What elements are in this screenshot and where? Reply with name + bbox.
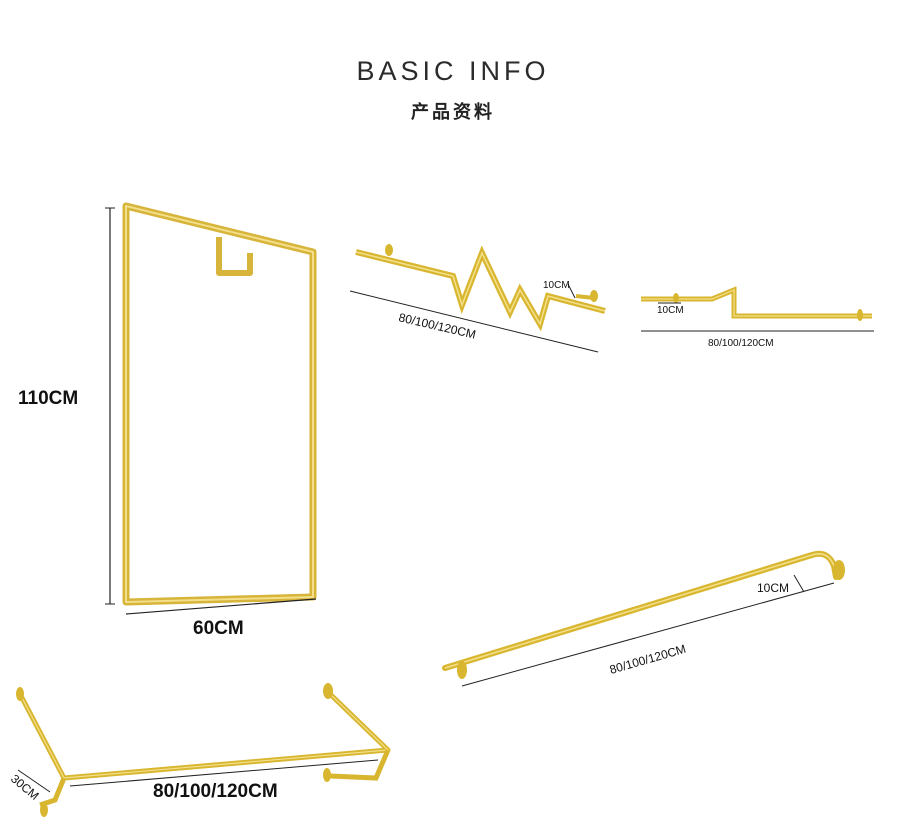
step-rail-depth-label: 10CM: [657, 305, 684, 316]
diagonal-rail-mount-left: [457, 661, 467, 679]
floor-rail-product: 80/100/120CM 30CM: [8, 683, 391, 817]
zigzag-rail-mount-left: [385, 244, 393, 256]
floor-rail-mount-right-bottom: [323, 768, 331, 782]
page-subtitle: 产品资料: [411, 102, 495, 122]
frame-rack-width-label: 60CM: [193, 618, 244, 639]
zigzag-rail-length-label: 80/100/120CM: [397, 310, 477, 341]
floor-rail-mount-right-top: [323, 683, 333, 699]
diagonal-rail-length-line: [461, 582, 835, 687]
diagonal-rail-depth-label: 10CM: [757, 581, 789, 595]
floor-rail-length-label: 80/100/120CM: [153, 781, 278, 802]
frame-rack-product: 110CM 60CM: [18, 202, 317, 639]
step-rail-mount-left: [673, 293, 679, 303]
floor-rail-mount-left-bottom: [40, 803, 48, 817]
floor-rail-length-line: [69, 759, 379, 787]
floor-rail-mount-left-top: [16, 687, 24, 701]
diagonal-rail-product: 10CM 80/100/120CM: [442, 550, 845, 687]
zigzag-rail-length-line: [349, 290, 599, 353]
zigzag-rail-depth-label: 10CM: [543, 280, 570, 291]
frame-rack-height-label: 110CM: [18, 388, 78, 409]
floor-rail-depth-line: [17, 769, 51, 793]
frame-rack-width-line: [125, 598, 317, 615]
page-title: BASIC INFO: [356, 56, 550, 86]
diagonal-rail-length-label: 80/100/120CM: [608, 642, 688, 677]
zigzag-rail-product: 80/100/120CM 10CM: [349, 244, 606, 353]
step-rail-mount-right: [857, 309, 863, 321]
diagonal-rail-mount-right: [833, 560, 845, 580]
step-rail-length-label: 80/100/120CM: [708, 338, 774, 349]
diagonal-rail-bar: [442, 550, 839, 671]
step-rail-product: 10CM 80/100/120CM: [641, 286, 874, 349]
frame-rack-hook: [216, 237, 253, 276]
floor-rail-depth-label: 30CM: [8, 772, 42, 803]
